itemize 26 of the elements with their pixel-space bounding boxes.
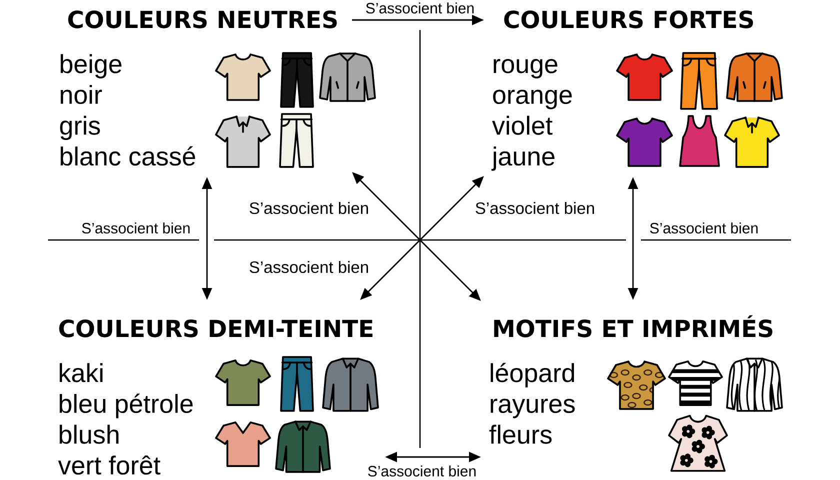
edge-label: S’associent bien — [80, 221, 192, 235]
list-item: léopard — [490, 362, 574, 388]
list-item: gris — [60, 116, 100, 140]
edge-label: S’associent bien — [648, 221, 760, 235]
list-item: vert forêt — [58, 455, 160, 475]
list-item: rayures — [490, 398, 575, 418]
list-item: kaki — [60, 363, 102, 382]
list-item: jaune — [491, 146, 554, 171]
edge-label: S’associent bien — [473, 200, 597, 216]
list-item: bleu pétrole — [60, 394, 193, 418]
list-item: orange — [493, 90, 572, 110]
category-heading: COULEURS FORTES — [504, 10, 753, 28]
list-item: blush — [60, 424, 118, 444]
category-heading: COULEURS NEUTRES — [68, 10, 337, 28]
list-item: blanc cassé — [60, 146, 196, 166]
list-item: beige — [60, 54, 122, 78]
edge-label: S’associent bien — [364, 1, 476, 15]
list-item: fleurs — [489, 424, 552, 444]
list-item: violet — [492, 116, 552, 135]
arrow-label: S’associent bien — [247, 259, 371, 275]
list-item: noir — [60, 84, 102, 104]
edge-label: S’associent bien — [366, 464, 478, 478]
category-heading: COULEURS DEMI-TEINTE — [59, 320, 372, 338]
edge-label: S’associent bien — [247, 200, 371, 216]
list-item: rouge — [494, 59, 558, 78]
category-heading: MOTIFS ET IMPRIMÉS — [494, 315, 772, 338]
